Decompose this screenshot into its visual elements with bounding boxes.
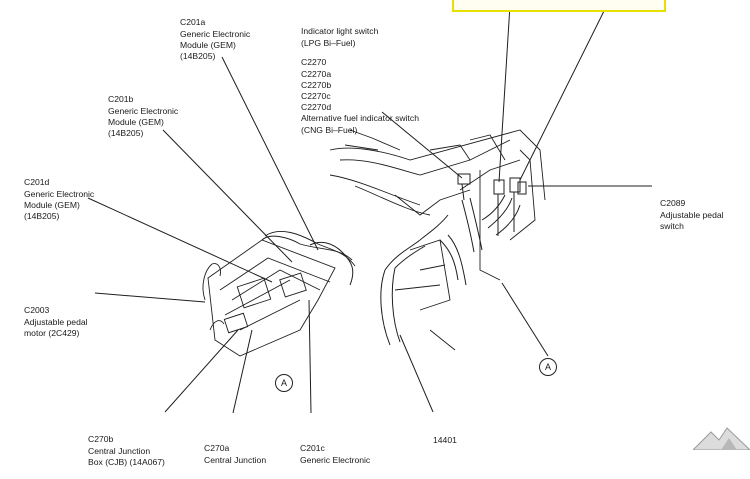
gem-module-assembly [202, 231, 356, 357]
label-lpg-indicator: Indicator light switch(LPG Bi–Fuel) [301, 26, 379, 48]
label-14401: 14401 [433, 435, 457, 446]
leader-c2003 [94, 292, 206, 303]
leader-14401 [399, 334, 434, 413]
leader-c201a [221, 56, 319, 251]
leader-c201b [162, 129, 293, 263]
watermark-logo-icon [693, 427, 750, 450]
view-marker-a-left: A [275, 374, 293, 392]
leader-c201c [308, 299, 312, 414]
leader-c270b [164, 329, 239, 413]
leader-c201d [87, 197, 273, 283]
cng-switch-connector [457, 173, 471, 185]
leader-c270a [232, 329, 253, 414]
leader-top-2 [519, 4, 608, 181]
dash-assembly [329, 129, 546, 351]
leader-marker-a-right [501, 282, 549, 357]
wiring-diagram [87, 0, 652, 414]
pedal-switch-connector [493, 177, 527, 236]
harness-14401 [309, 194, 521, 346]
leader-cng [381, 111, 463, 179]
view-marker-a-right: A [539, 358, 557, 376]
leader-top-1 [498, 4, 511, 183]
highlight-callout-box [452, 0, 666, 12]
